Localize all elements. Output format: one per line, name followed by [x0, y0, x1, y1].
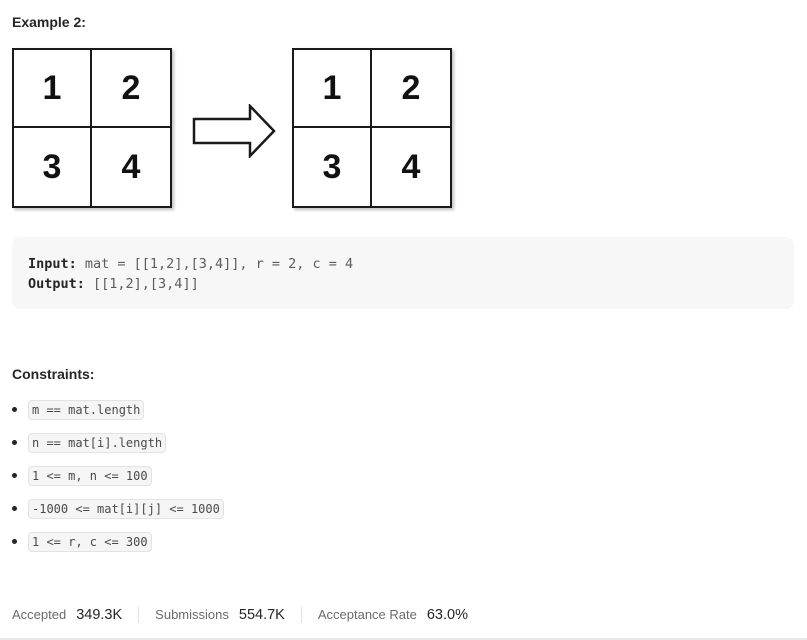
accepted-value: 349.3K: [76, 607, 123, 623]
constraint-code: 1 <= r, c <= 300: [28, 532, 152, 552]
submissions-label: Submissions: [155, 607, 229, 622]
matrix-cell: 4: [121, 147, 141, 186]
input-matrix: 1 2 3 4: [12, 48, 172, 208]
list-item: -1000 <= mat[i][j] <= 1000: [12, 499, 224, 532]
constraint-code: 1 <= m, n <= 100: [28, 466, 152, 486]
acceptance-rate-label: Acceptance Rate: [317, 607, 417, 622]
acceptance-rate-stat: Acceptance Rate 63.0%: [318, 607, 468, 623]
input-line: Input: mat = [[1,2],[3,4]], r = 2, c = 4: [28, 254, 778, 274]
stat-divider: [300, 607, 302, 623]
acceptance-rate-value: 63.0%: [426, 607, 468, 623]
constraint-code: m == mat.length: [28, 400, 145, 420]
stat-divider: [138, 607, 140, 623]
list-item: 1 <= m, n <= 100: [12, 466, 224, 499]
stats-bar: Accepted 349.3K Submissions 554.7K Accep…: [12, 607, 468, 623]
arrow-right-icon: [192, 104, 276, 158]
input-value: mat = [[1,2],[3,4]], r = 2, c = 4: [76, 256, 354, 272]
matrix-cell: 1: [14, 50, 92, 128]
example-io-block: Input: mat = [[1,2],[3,4]], r = 2, c = 4…: [12, 237, 794, 309]
matrix-cell: 2: [372, 50, 450, 128]
accepted-label: Accepted: [12, 607, 67, 622]
accepted-stat: Accepted 349.3K: [12, 607, 122, 623]
list-item: n == mat[i].length: [12, 433, 224, 466]
constraint-code: n == mat[i].length: [28, 433, 167, 453]
constraints-title: Constraints:: [12, 366, 95, 382]
output-matrix: 1 2 3 4: [292, 48, 452, 208]
output-value: [[1,2],[3,4]]: [84, 276, 199, 292]
example-diagram: 1 2 3 4 1 2 3 4: [12, 48, 462, 213]
example-title: Example 2:: [12, 14, 86, 30]
output-line: Output: [[1,2],[3,4]]: [28, 274, 778, 294]
constraint-code: -1000 <= mat[i][j] <= 1000: [28, 499, 224, 519]
submissions-stat: Submissions 554.7K: [155, 607, 285, 623]
constraints-list: m == mat.length n == mat[i].length 1 <= …: [12, 400, 224, 565]
matrix-cell: 3: [14, 128, 92, 206]
matrix-cell: 4: [401, 147, 421, 186]
list-item: 1 <= r, c <= 300: [12, 532, 224, 565]
list-item: m == mat.length: [12, 400, 224, 433]
output-label: Output:: [28, 276, 85, 292]
bottom-divider: [0, 638, 807, 640]
matrix-cell: 3: [294, 128, 372, 206]
submissions-value: 554.7K: [238, 607, 285, 623]
input-label: Input:: [28, 256, 77, 272]
matrix-cell: 1: [294, 50, 372, 128]
matrix-cell: 2: [92, 50, 170, 128]
